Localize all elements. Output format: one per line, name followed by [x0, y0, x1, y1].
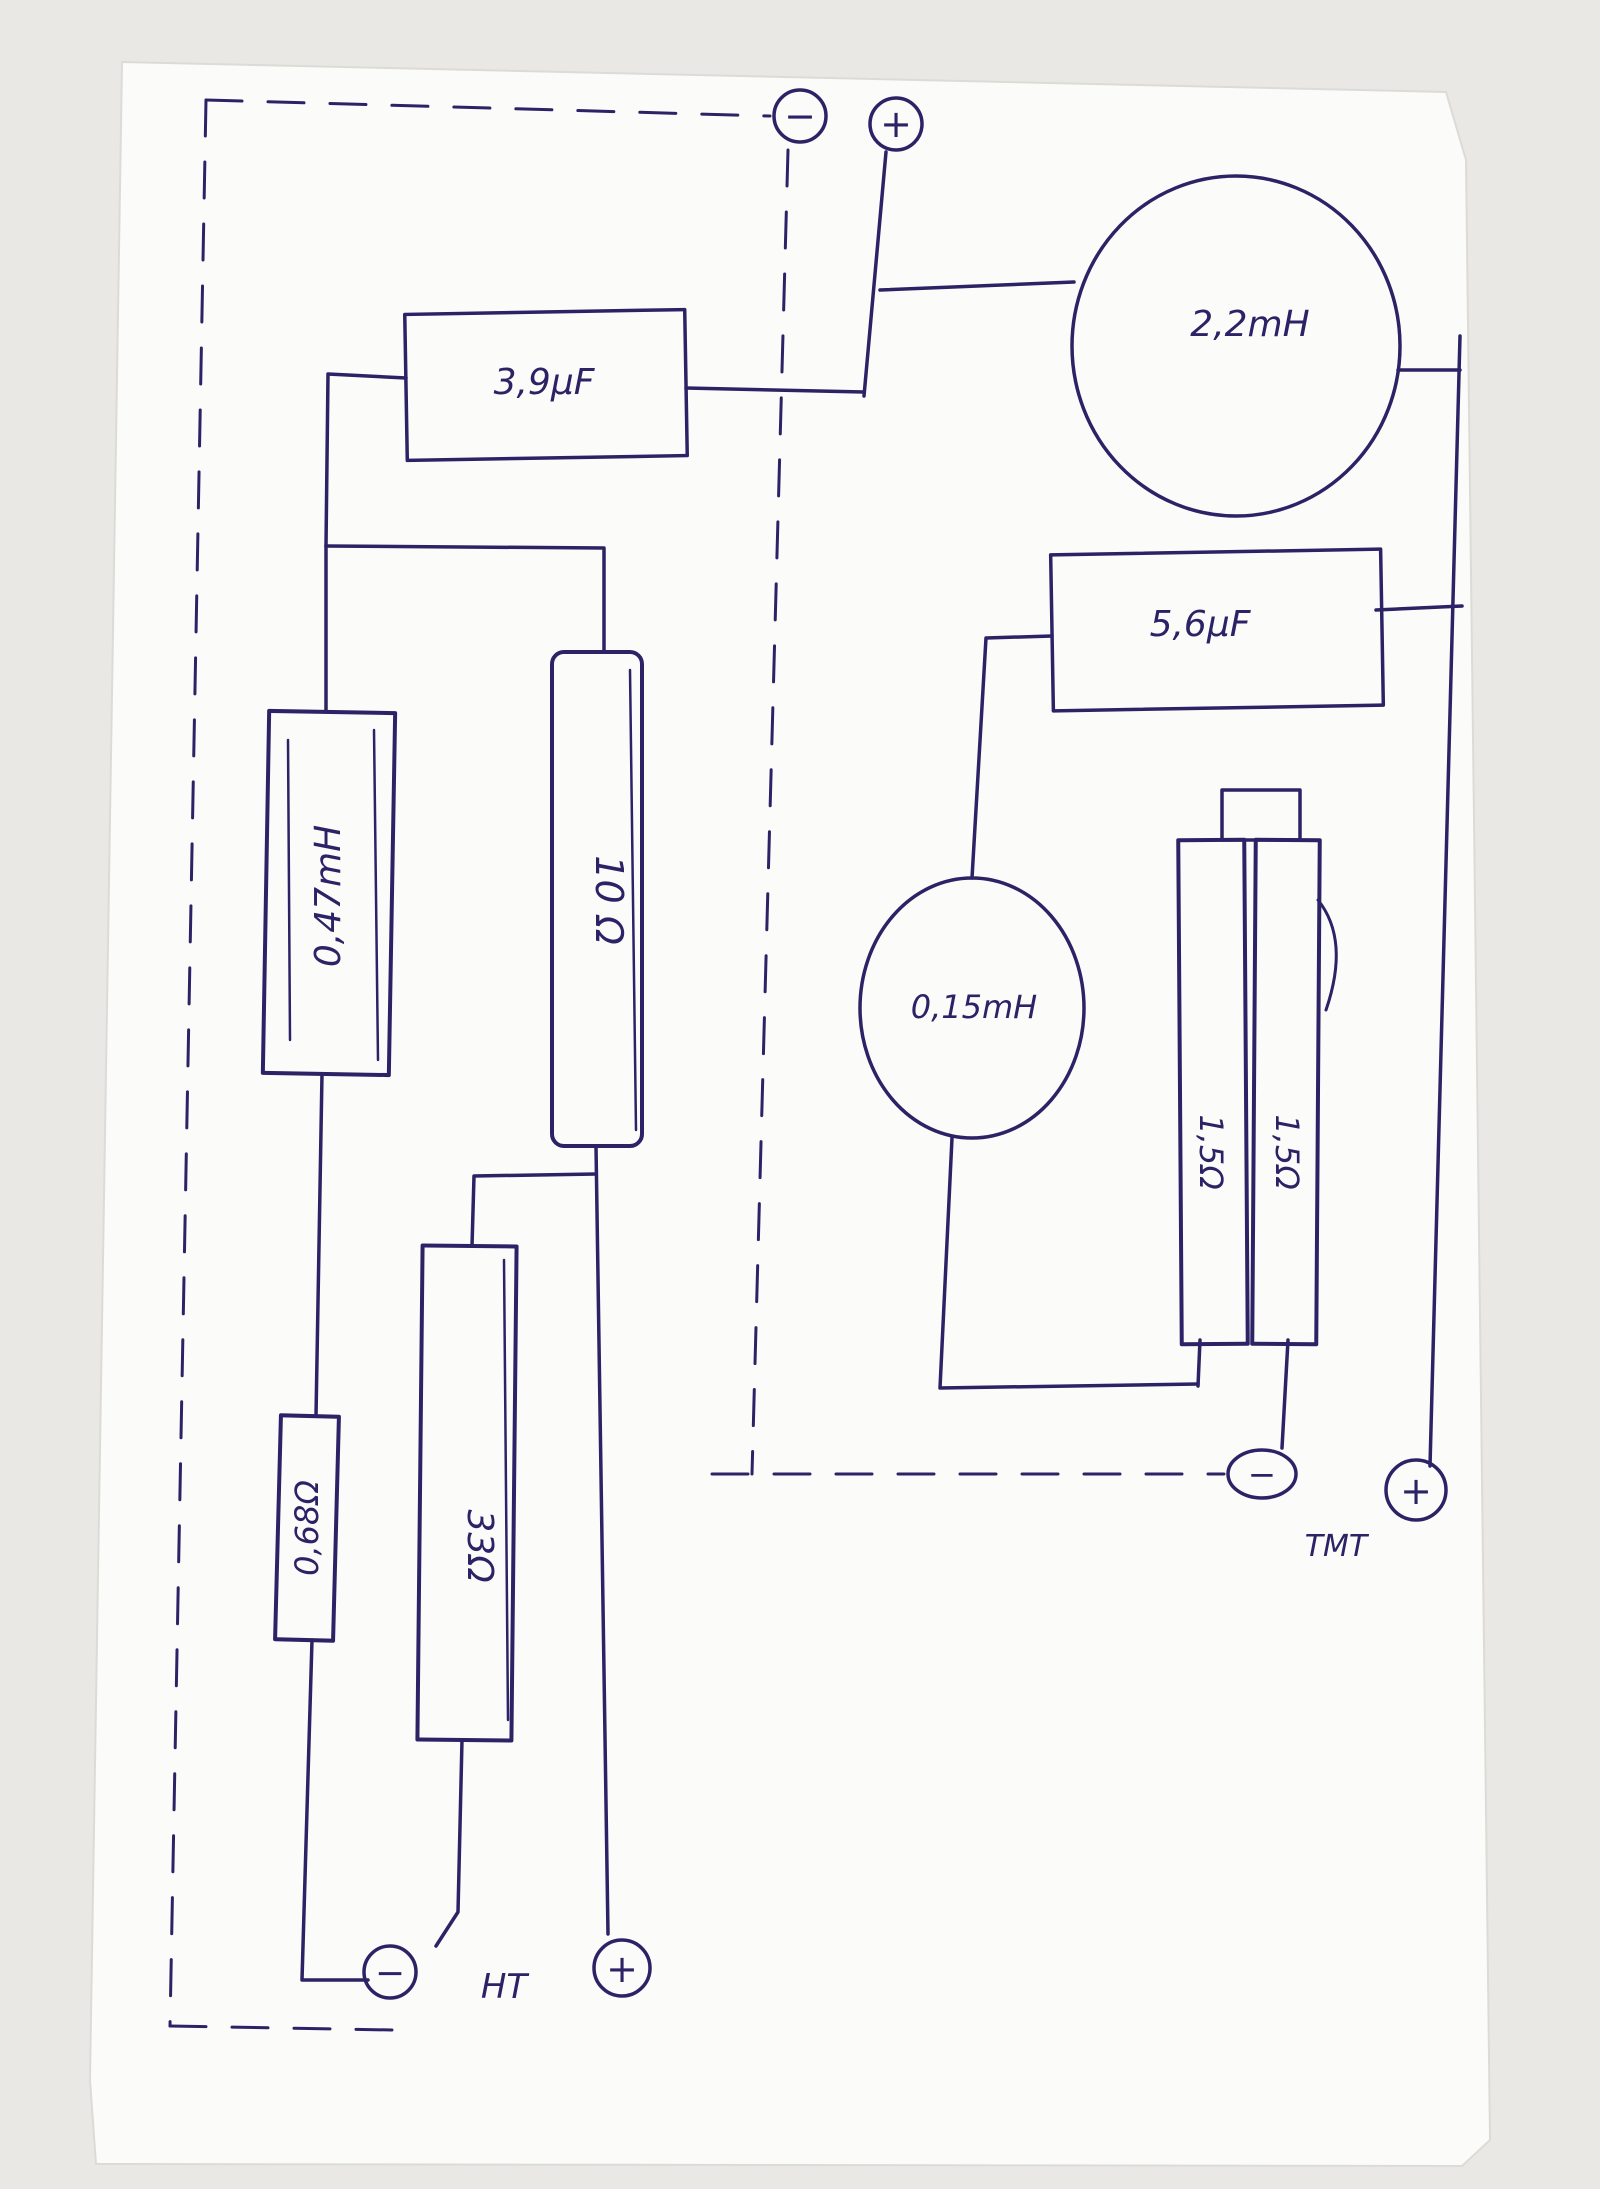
ht-plus-terminal: +: [592, 1938, 652, 1998]
coil-0-15mh-label: 0,15mH: [911, 988, 1037, 1026]
resistor-1-5-ohm-a-label: 1,5Ω: [1192, 1114, 1230, 1190]
input-plus-label: +: [880, 102, 912, 146]
resistor-33-ohm: 33Ω: [415, 1243, 519, 1743]
coil-2-2mh-label: 2,2mH: [1190, 304, 1309, 345]
wires: [300, 150, 1464, 1982]
tmt-label: TMT: [1305, 1529, 1370, 1564]
capacitor-3-9uf-label: 3,9µF: [494, 362, 596, 403]
ht-plus-label: +: [606, 1947, 638, 1991]
resistor-1-5-ohm-b-label: 1,5Ω: [1268, 1114, 1306, 1190]
resistor-1-5-ohm-pair: 1,5Ω 1,5Ω: [1176, 788, 1338, 1347]
tmt-minus-label: −: [1248, 1455, 1277, 1495]
dashed-boundary-right: [710, 148, 1226, 1476]
resistor-10-ohm-label: 10 Ω: [587, 855, 631, 944]
input-minus-label: −: [784, 94, 816, 138]
resistor-33-ohm-label: 33Ω: [459, 1509, 500, 1583]
ht-label: HT: [481, 1967, 530, 2007]
tmt-plus-label: +: [1400, 1469, 1432, 1513]
resistor-10-ohm: 10 Ω: [550, 650, 644, 1148]
tmt-minus-terminal: −: [1226, 1448, 1298, 1500]
input-plus-terminal: +: [868, 96, 924, 152]
capacitor-5-6uf-label: 5,6µF: [1150, 604, 1252, 645]
dashed-boundary-left: [168, 98, 772, 2032]
paper-sheet: [88, 60, 1492, 2168]
ht-minus-terminal: −: [362, 1944, 418, 2000]
input-minus-terminal: −: [772, 88, 828, 144]
tmt-plus-terminal: +: [1384, 1458, 1448, 1522]
coil-2-2mh: 2,2mH: [1070, 174, 1402, 518]
ht-minus-label: −: [375, 1953, 405, 1994]
capacitor-3-9uf: 3,9µF: [402, 307, 690, 463]
coil-0-47mh: 0,47mH: [260, 708, 398, 1078]
coil-0-47mh-label: 0,47mH: [308, 825, 349, 967]
coil-0-15mh: 0,15mH: [858, 876, 1086, 1140]
capacitor-5-6uf: 5,6µF: [1048, 547, 1386, 713]
resistor-0-68-ohm: 0,68Ω: [273, 1413, 341, 1643]
resistor-0-68-ohm-label: 0,68Ω: [288, 1480, 326, 1576]
